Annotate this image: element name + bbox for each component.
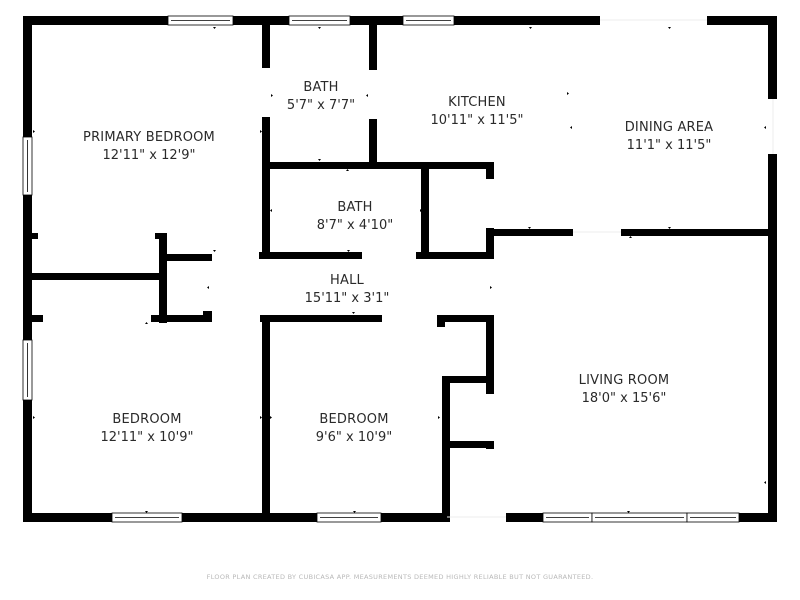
room-name: BATH	[337, 200, 373, 215]
room-name: KITCHEN	[448, 95, 506, 110]
room-kitchen: KITCHEN 10'11" x 11'5"	[431, 94, 524, 130]
room-dimensions: 9'6" x 10'9"	[315, 430, 393, 445]
room-dimensions: 18'0" x 15'6"	[581, 391, 667, 406]
room-name: BEDROOM	[319, 412, 389, 427]
room-dimensions: 5'7" x 7'7"	[286, 98, 356, 113]
room-dimensions: 10'11" x 11'5"	[430, 113, 524, 128]
room-dimensions: 11'1" x 11'5"	[626, 138, 712, 153]
room-name: HALL	[330, 273, 364, 288]
footer-disclaimer: FLOOR PLAN CREATED BY CUBICASA APP. MEAS…	[206, 573, 594, 581]
room-dimensions: 15'11" x 3'1"	[304, 291, 390, 306]
room-name: PRIMARY BEDROOM	[83, 130, 215, 145]
room-primary-bedroom: PRIMARY BEDROOM 12'11" x 12'9"	[83, 129, 215, 165]
room-dimensions: 8'7" x 4'10"	[316, 218, 394, 233]
openings	[447, 19, 774, 518]
room-name: LIVING ROOM	[578, 373, 670, 388]
room-dimensions: 12'11" x 12'9"	[102, 148, 196, 163]
room-name: BATH	[303, 80, 339, 95]
room-living-room: LIVING ROOM 18'0" x 15'6"	[579, 372, 670, 408]
dimension-markers	[33, 27, 766, 513]
room-name: BEDROOM	[112, 412, 182, 427]
room-dimensions: 12'11" x 10'9"	[100, 430, 194, 445]
room-bedroom-1: BEDROOM 12'11" x 10'9"	[101, 411, 194, 447]
room-bath-1: BATH 5'7" x 7'7"	[287, 79, 355, 115]
room-bath-2: BATH 8'7" x 4'10"	[317, 199, 393, 235]
windows	[22, 15, 740, 523]
room-bedroom-2: BEDROOM 9'6" x 10'9"	[316, 411, 392, 447]
walls	[23, 16, 777, 522]
room-name: DINING AREA	[624, 120, 714, 135]
room-dining-area: DINING AREA 11'1" x 11'5"	[625, 119, 714, 155]
room-hall: HALL 15'11" x 3'1"	[305, 272, 390, 308]
